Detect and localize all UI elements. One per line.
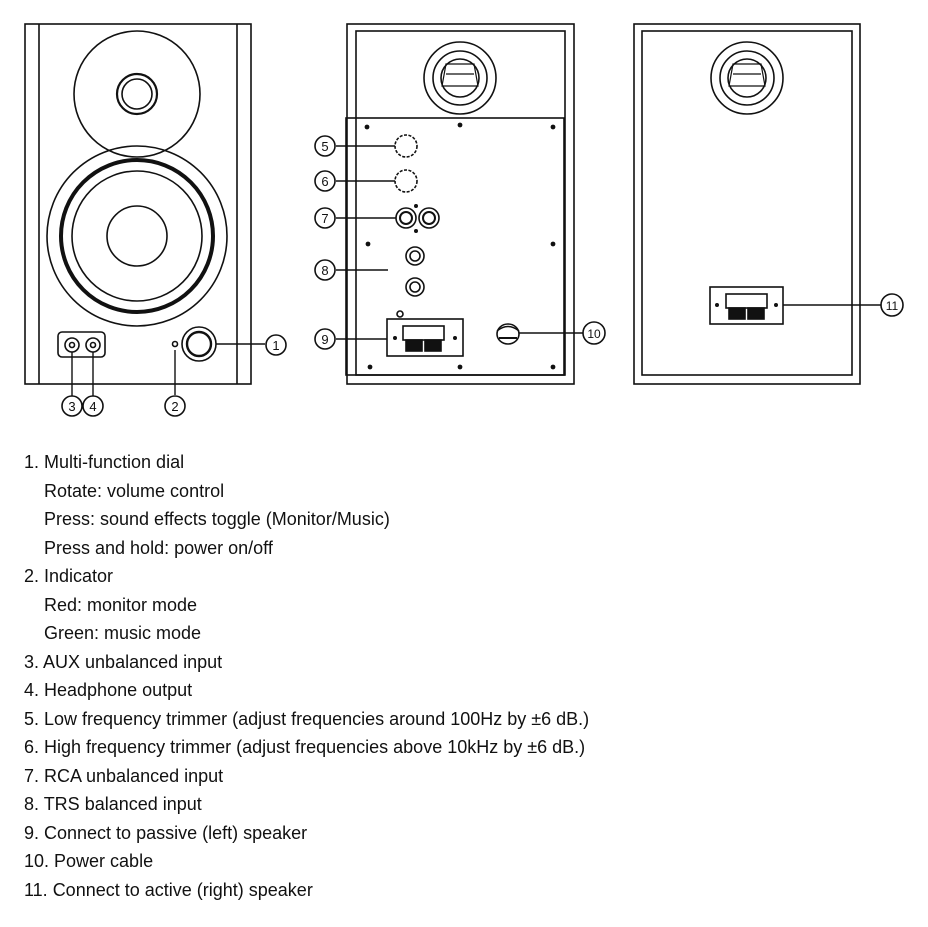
- legend-item-title: 6. High frequency trimmer (adjust freque…: [24, 737, 586, 757]
- power-cable: [496, 323, 520, 345]
- legend-item-detail: Press: sound effects toggle (Monitor/Mus…: [44, 509, 390, 529]
- passive-speaker-terminal: [386, 318, 464, 357]
- callout-number: 11: [886, 299, 899, 313]
- high-frequency-trimmer: [394, 169, 418, 193]
- callout-number: 7: [321, 211, 328, 226]
- callout-3: 3: [61, 395, 83, 417]
- callout-number: 3: [68, 399, 75, 414]
- aux-input-jack: [64, 337, 80, 353]
- headphone-output-jack: [85, 337, 101, 353]
- callout-number: 9: [321, 332, 328, 347]
- front-jack-panel: [57, 331, 106, 358]
- callout-number: 2: [171, 399, 178, 414]
- rear-panel-plate: [345, 117, 565, 376]
- legend-item-title: 1. Multi-function dial: [24, 452, 185, 472]
- callout-4: 4: [82, 395, 104, 417]
- callout-9: 9: [314, 328, 336, 350]
- back-cabinet-outer: [346, 23, 575, 385]
- callout-2: 2: [164, 395, 186, 417]
- callout-number: 5: [321, 139, 328, 154]
- legend-item-title: 9. Connect to passive (left) speaker: [24, 822, 308, 843]
- legend-item-title: 11. Connect to active (right) speaker: [24, 879, 313, 900]
- callout-number: 4: [89, 399, 96, 414]
- callout-number: 1: [272, 338, 279, 353]
- legend-item-title: 5. Low frequency trimmer (adjust frequen…: [24, 708, 590, 729]
- front-view: [24, 23, 265, 396]
- passive-cabinet-outer: [633, 23, 861, 385]
- back-view-active: [336, 23, 583, 385]
- legend-item-title: 3. AUX unbalanced input: [24, 651, 223, 672]
- passive-bass-port: [710, 41, 784, 115]
- legend-item-detail: Press and hold: power on/off: [44, 537, 273, 558]
- legend-item-title: 7. RCA unbalanced input: [24, 765, 224, 786]
- indicator-led: [171, 340, 179, 348]
- callout-11: 11: [880, 293, 904, 317]
- speaker-diagram: 1 2 3 4 5 6 7 8 9 10 11: [24, 23, 904, 417]
- legend-item-detail: Rotate: volume control: [44, 480, 225, 501]
- legend-item-title: 10. Power cable: [24, 851, 154, 871]
- legend-item-detail: Red: monitor mode: [44, 594, 198, 615]
- back-view-passive: [633, 23, 881, 385]
- panel-screws: [364, 122, 556, 370]
- legend-item-title: 4. Headphone output: [24, 680, 193, 700]
- active-speaker-terminal: [709, 286, 784, 325]
- multi-function-dial: [181, 326, 217, 362]
- trs-balanced-input: [405, 246, 425, 297]
- callout-6: 6: [314, 170, 336, 192]
- callout-8: 8: [314, 259, 336, 281]
- rca-input: [395, 207, 440, 229]
- callout-7: 7: [314, 207, 336, 229]
- legend-item-title: 8. TRS balanced input: [24, 794, 202, 814]
- callout-number: 10: [587, 327, 601, 341]
- low-frequency-trimmer: [394, 134, 418, 158]
- tweeter: [73, 30, 201, 158]
- legend-item-title: 2. Indicator: [24, 566, 114, 586]
- callout-5: 5: [314, 135, 336, 157]
- legend-item-detail: Green: music mode: [44, 623, 202, 643]
- callout-number: 6: [321, 174, 328, 189]
- bass-port: [423, 41, 497, 115]
- front-cabinet: [24, 23, 252, 385]
- woofer: [46, 145, 228, 327]
- callout-number: 8: [321, 263, 328, 278]
- callout-10: 10: [582, 321, 606, 345]
- callout-1: 1: [265, 334, 287, 356]
